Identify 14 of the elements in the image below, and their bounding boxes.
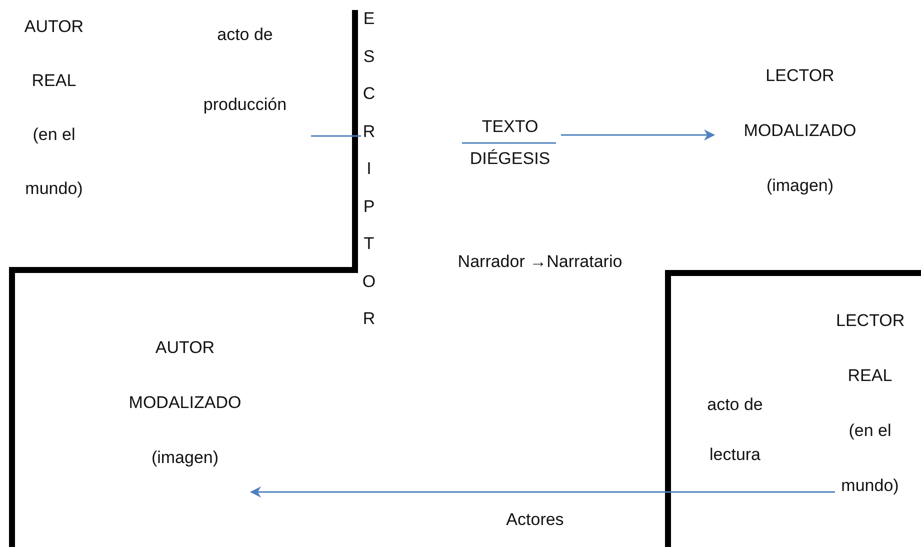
caption-text: acto de lectura (706, 394, 764, 466)
edge-caption: Actores (505, 509, 565, 531)
node-text: LECTOR REAL (en el mundo) (836, 293, 904, 513)
caption-text: Narrador →Narratario (456, 251, 624, 273)
caption-text: AUTOR REAL (en el mundo) (23, 16, 85, 200)
node-text: acto de producción (180, 0, 310, 140)
arrow (250, 486, 835, 498)
vertical-text: ESCRIPTOR (362, 0, 376, 338)
node-text: AUTOR MODALIZADO (imagen) (120, 320, 250, 500)
node-text: DIÉGESIS (468, 148, 552, 170)
node-text: LECTOR MODALIZADO (imagen) (715, 48, 885, 213)
node-text: TEXTO (480, 116, 540, 138)
arrow (561, 129, 716, 141)
connector-line (311, 135, 361, 137)
